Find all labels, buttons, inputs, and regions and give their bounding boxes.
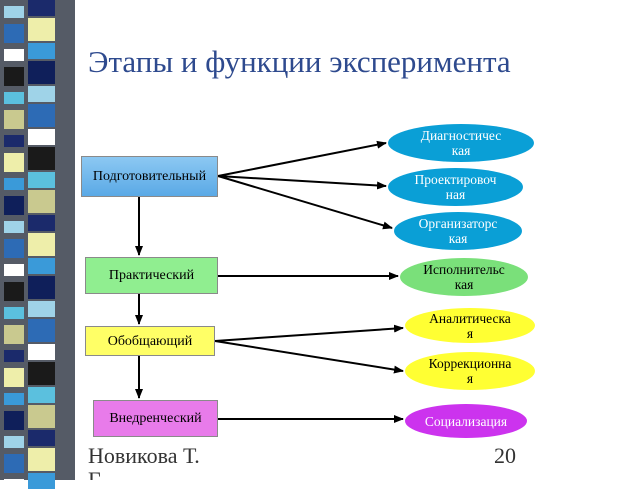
stripe-block (4, 411, 24, 430)
stripe-block (4, 282, 24, 301)
stripe-block (28, 344, 55, 360)
arrow-gen-to-corr (214, 340, 404, 374)
stripe-block (4, 196, 24, 215)
stripe-block (28, 0, 55, 16)
stripe-block (28, 61, 55, 84)
stage-label: Подготовительный (92, 169, 207, 184)
stage-box-pract: Практический (85, 257, 218, 294)
stripe-block (28, 147, 55, 170)
slide-title: Этапы и функции эксперимента (88, 44, 511, 79)
stripe-block (28, 86, 55, 102)
stripe-block (4, 110, 24, 129)
stripe-block (28, 387, 55, 403)
stage-box-prep: Подготовительный (81, 156, 218, 197)
page-number: 20 (494, 443, 516, 468)
decorative-stripe (0, 0, 75, 491)
stage-box-impl: Внедренческий (93, 400, 218, 437)
function-label: Диагностическая (420, 128, 502, 158)
stripe-block (4, 436, 24, 448)
stripe-block (28, 172, 55, 188)
stripe-block (28, 233, 55, 256)
function-ellipse-anal: Аналитическая (405, 308, 535, 343)
stripe-block (28, 301, 55, 317)
author-name: Новикова Т. Г. (88, 444, 200, 480)
function-label: Аналитическая (429, 310, 511, 341)
function-label: Проектировочная (414, 172, 497, 202)
connector-arrows (135, 140, 404, 423)
stripe-block (28, 258, 55, 274)
stage-box-gen: Обобщающий (85, 326, 215, 356)
stripe-block (4, 264, 24, 276)
stripe-block (28, 405, 55, 428)
stage-label: Обобщающий (107, 333, 193, 349)
function-ellipse-soc: Социализация (405, 404, 527, 438)
function-ellipse-proj: Проектировочная (388, 168, 523, 206)
stripe-block (28, 129, 55, 145)
function-label: Организаторская (418, 216, 498, 246)
stripe-block (28, 276, 55, 299)
function-ellipse-corr: Коррекционная (405, 352, 535, 390)
stripe-block (28, 43, 55, 59)
function-ellipse-diag: Диагностическая (388, 124, 534, 162)
stripe-block (4, 393, 24, 405)
stripe-block (28, 18, 55, 41)
stripe-block (4, 239, 24, 258)
arrow-prep-to-diag (217, 140, 387, 177)
stripe-block (28, 190, 55, 213)
stripe-block (4, 6, 24, 18)
function-label: Исполнительская (423, 262, 505, 292)
stripe-block (4, 479, 24, 491)
stripe-block (4, 67, 24, 86)
function-ellipse-exec: Исполнительская (400, 258, 528, 296)
stripe-block (28, 448, 55, 471)
stripe-block (4, 178, 24, 190)
arrow-prep-to-proj (217, 175, 387, 190)
stripe-block (28, 215, 55, 231)
function-label: Социализация (424, 413, 508, 429)
stripe-block (28, 319, 55, 342)
stripe-block (4, 325, 24, 344)
stripe-block (28, 430, 55, 446)
stage-label: Практический (108, 268, 195, 283)
arrow-gen-to-anal (214, 324, 404, 342)
function-label: Коррекционная (428, 356, 512, 386)
stripe-block (4, 153, 24, 172)
arrow-prep-to-org (217, 175, 393, 230)
stripe-block (28, 362, 55, 385)
stripe-block (4, 454, 24, 473)
stage-label: Внедренческий (109, 411, 202, 426)
stripe-block (28, 104, 55, 127)
stripe-block (4, 350, 24, 362)
stripe-block (4, 221, 24, 233)
stripe-block (4, 368, 24, 387)
stripe-block (4, 24, 24, 43)
stripe-block (4, 49, 24, 61)
stripe-block (4, 92, 24, 104)
stripe-block (4, 135, 24, 147)
function-ellipse-org: Организаторская (394, 212, 522, 250)
stripe-block (4, 307, 24, 319)
